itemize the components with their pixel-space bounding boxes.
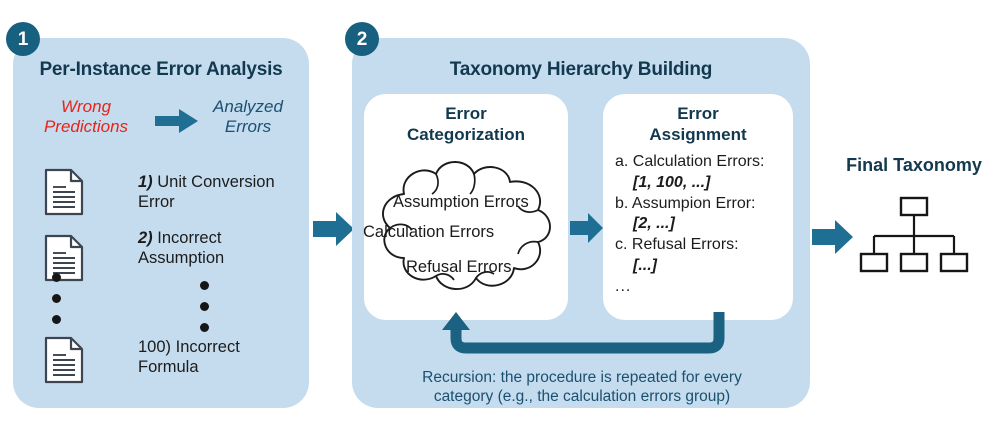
wrong-predictions-line1: Wrong: [60, 97, 112, 116]
document-icon: [44, 336, 84, 384]
assignment-values: [2, ...]: [633, 215, 675, 233]
error-index: 1): [138, 173, 153, 191]
card-error-categorization-title: Error Categorization: [364, 104, 568, 145]
card-error-assignment-title: Error Assignment: [603, 104, 793, 145]
cloud-item-refusal-errors: Refusal Errors: [406, 258, 512, 276]
step-badge-1: 1: [6, 22, 40, 56]
card-title-line1: Error: [445, 104, 487, 123]
analyzed-errors-line1: Analyzed: [213, 97, 283, 116]
wrong-predictions-label: Wrong Predictions: [24, 97, 148, 137]
error-list-item: 2) Incorrect Assumption: [138, 228, 298, 268]
cloud-icon: [382, 161, 551, 290]
recursion-arrow-icon: [442, 312, 725, 354]
error-index: 2): [138, 229, 153, 248]
error-index: 100): [138, 338, 172, 356]
analyzed-errors-line2: Errors: [224, 117, 272, 137]
error-cloud: Assumption Errors Calculation Errors Ref…: [360, 150, 572, 315]
panel-1-title: Per-Instance Error Analysis: [39, 59, 283, 80]
assignment-ellipsis: ...: [615, 277, 632, 295]
recursion-note: Recursion: the procedure is repeated for…: [384, 368, 780, 407]
assignment-label: b. Assumpion Error:: [615, 194, 756, 212]
arrow-right-icon-categorization-to-assignment: [570, 213, 603, 243]
arrow-right-icon-to-final-taxonomy: [812, 220, 853, 254]
document-icon: [44, 168, 84, 216]
arrow-right-icon-analysis: [155, 109, 198, 133]
error-list-item: 100) Incorrect Formula: [138, 337, 298, 377]
error-text: Incorrect Assumption: [138, 229, 225, 268]
error-text: Incorrect Formula: [138, 338, 240, 377]
assignment-list: a. Calculation Errors: [1, 100, ...] b. …: [615, 152, 793, 298]
assignment-label: c. Refusal Errors:: [615, 236, 739, 254]
error-list: 1) Unit Conversion Error 2) Incorrect As…: [138, 172, 298, 285]
vertical-ellipsis-errors: [200, 281, 209, 344]
arrow-right-icon-panel1-to-panel2: [313, 212, 354, 246]
error-text: Unit Conversion Error: [138, 173, 275, 212]
assignment-label: a. Calculation Errors:: [615, 153, 765, 170]
recursion-note-line2: category (e.g., the calculation errors g…: [433, 388, 731, 406]
vertical-ellipsis-documents: [52, 273, 61, 336]
wrong-predictions-line2: Predictions: [43, 117, 129, 137]
card-title-line2: Assignment: [649, 124, 747, 144]
document-icon: [44, 234, 84, 282]
card-error-assignment: [603, 94, 793, 320]
cloud-item-assumption-errors: Assumption Errors: [393, 193, 529, 211]
panel-2-title: Taxonomy Hierarchy Building: [449, 59, 713, 80]
taxonomy-tree-icon: [859, 196, 969, 273]
cloud-item-calculation-errors: Calculation Errors: [363, 223, 495, 241]
recursion-note-line1: Recursion: the procedure is repeated for…: [422, 369, 742, 386]
assignment-values: [1, 100, ...]: [633, 173, 711, 191]
error-list-item: 1) Unit Conversion Error: [138, 172, 298, 212]
card-title-line2: Categorization: [406, 124, 526, 144]
analyzed-errors-label: Analyzed Errors: [196, 97, 300, 137]
card-title-line1: Error: [677, 104, 719, 123]
document-icon-column: [44, 168, 100, 300]
step-badge-2: 2: [345, 22, 379, 56]
assignment-values: [...]: [633, 256, 657, 274]
final-taxonomy-title: Final Taxonomy: [846, 155, 982, 175]
